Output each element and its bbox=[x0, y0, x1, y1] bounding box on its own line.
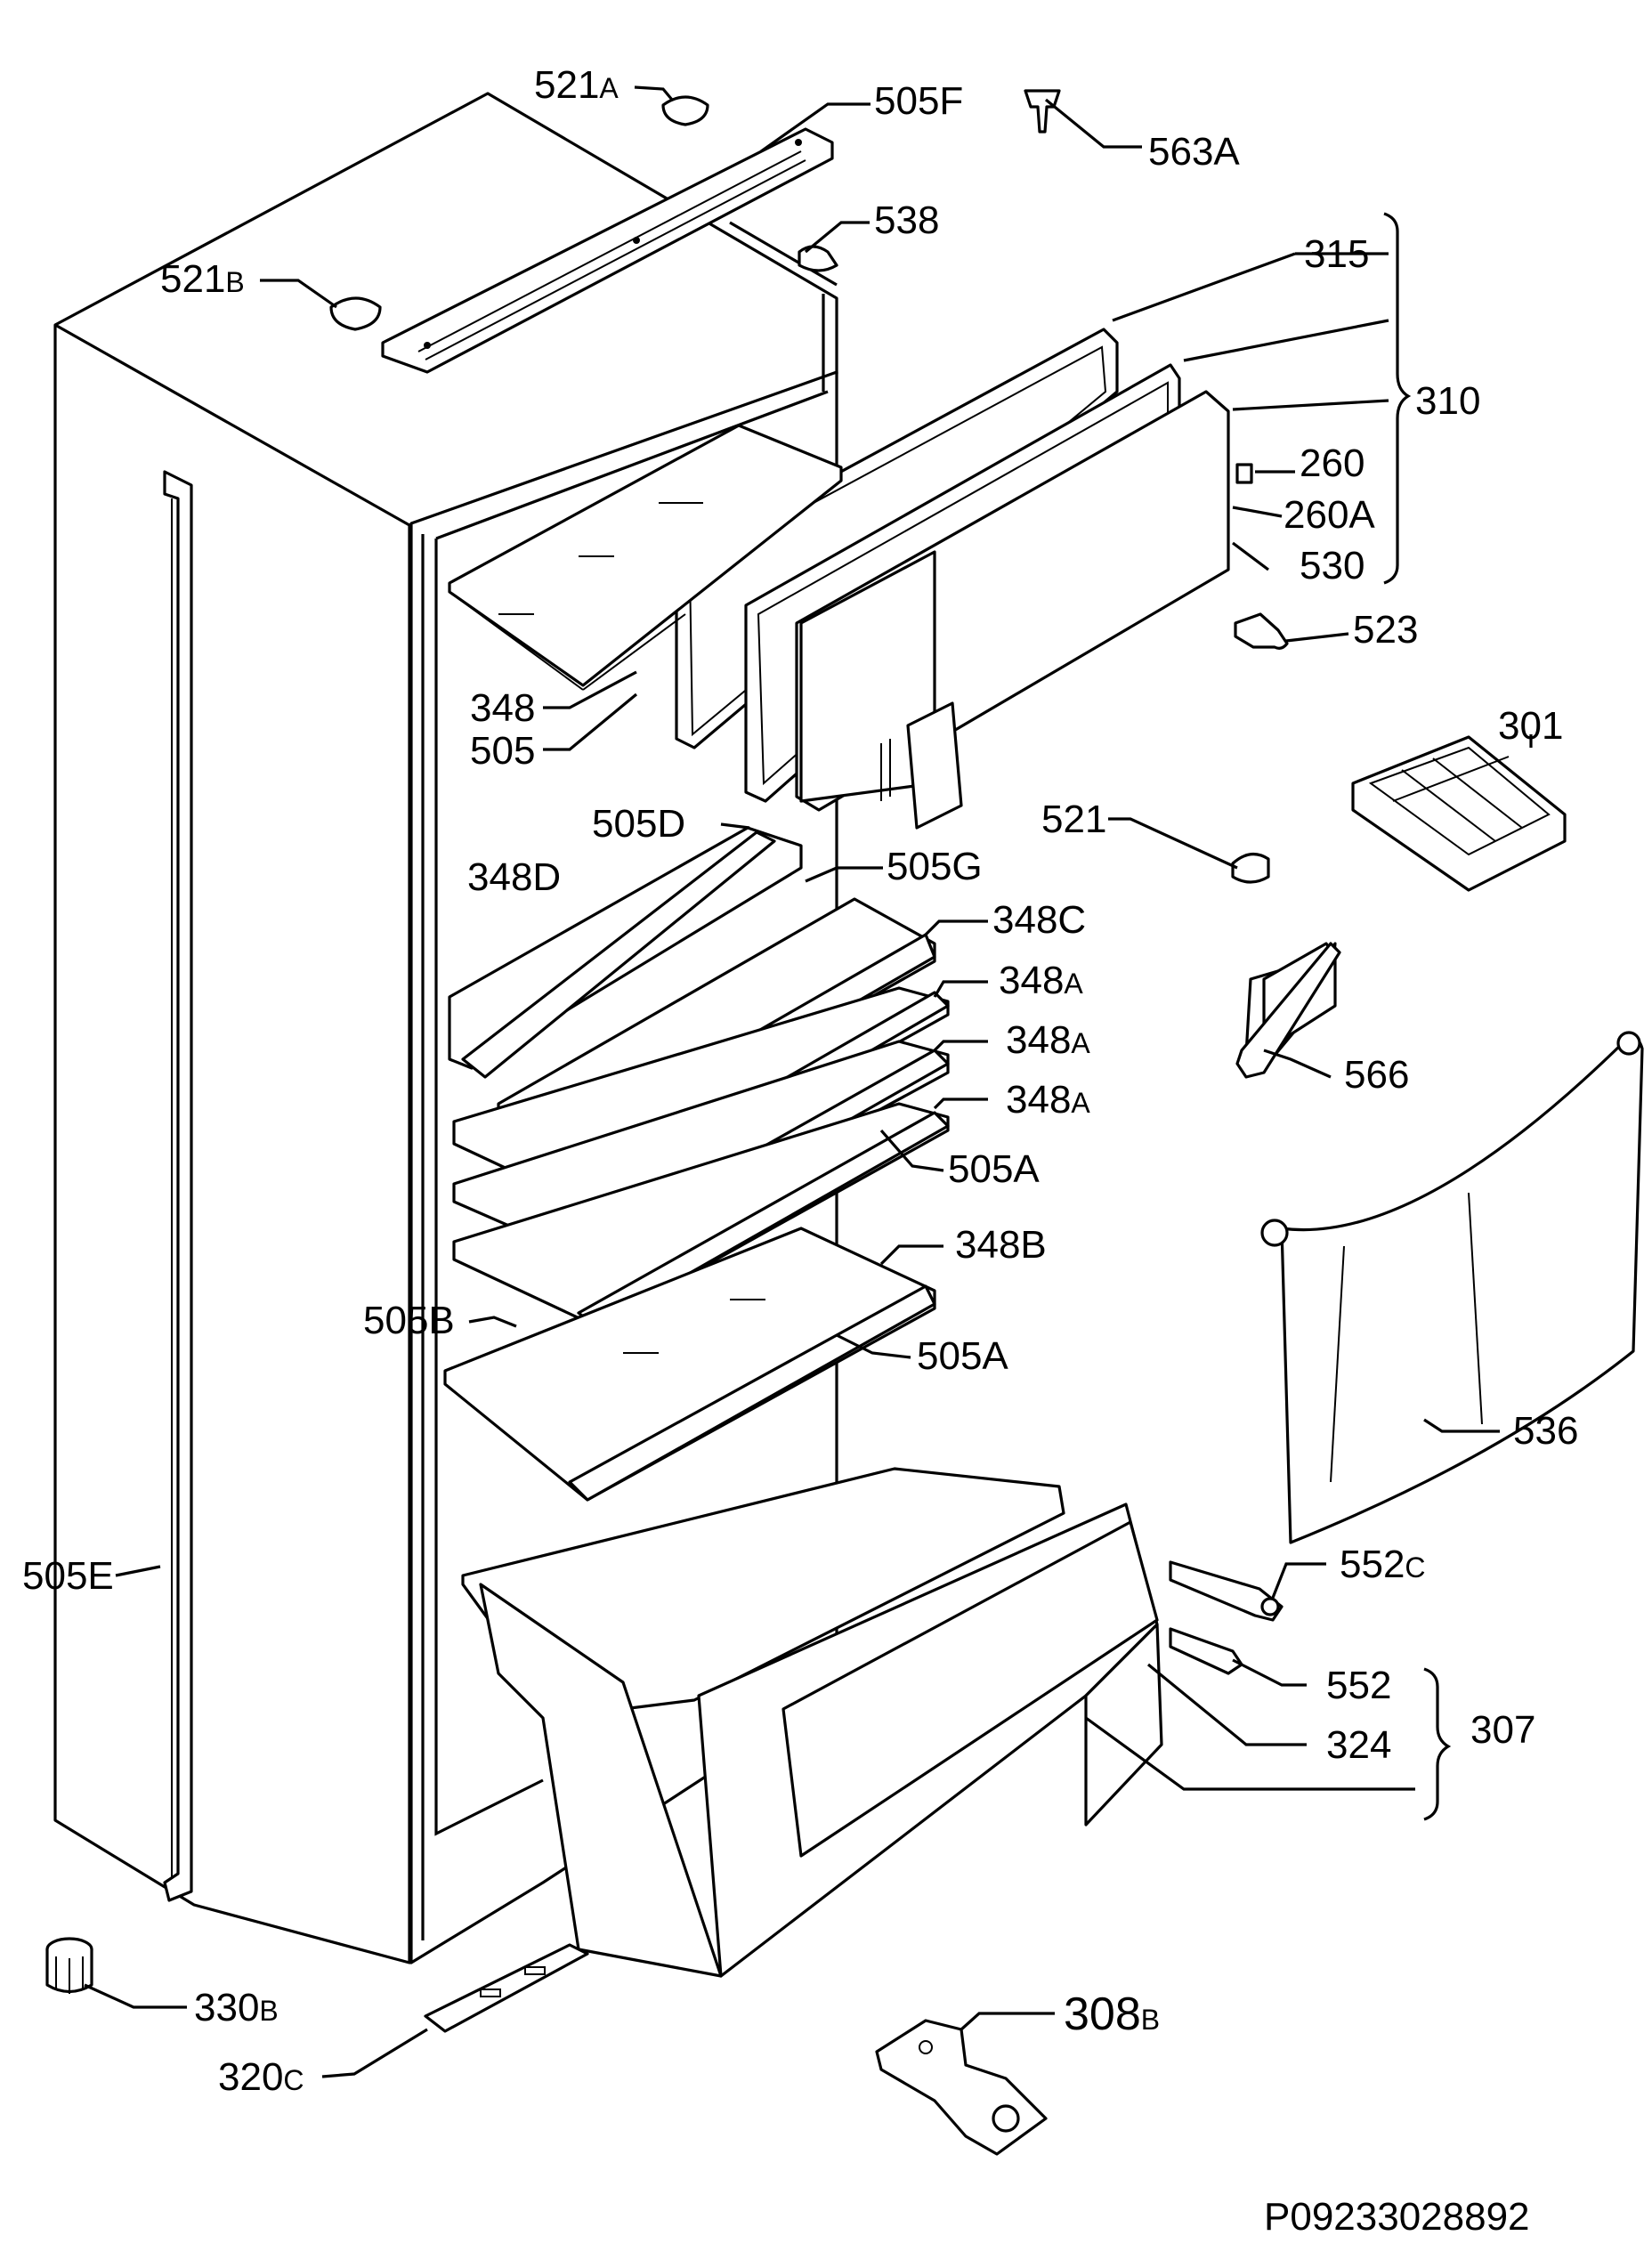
shelf-348d bbox=[448, 826, 803, 1079]
label-505a-2: 505A bbox=[917, 1334, 1008, 1378]
drawing-code: P09233028892 bbox=[1264, 2195, 1530, 2239]
rail-552 bbox=[1169, 1627, 1243, 1675]
brace-307 bbox=[1423, 1667, 1452, 1821]
part-260 bbox=[1235, 463, 1253, 484]
label-538: 538 bbox=[874, 198, 939, 242]
clip-538 bbox=[798, 245, 838, 272]
label-530: 530 bbox=[1300, 544, 1365, 587]
hinge-308b bbox=[875, 2019, 1048, 2156]
top-rail-505f bbox=[381, 127, 834, 374]
label-521: 521 bbox=[1041, 798, 1106, 841]
label-348a-1: 348A bbox=[999, 959, 1083, 1002]
label-505e: 505E bbox=[22, 1554, 114, 1598]
label-330b: 330B bbox=[194, 1986, 279, 2029]
pin-563a bbox=[1024, 89, 1061, 134]
label-348: 348 bbox=[470, 686, 535, 730]
label-310: 310 bbox=[1415, 379, 1480, 423]
part-523 bbox=[1234, 612, 1289, 650]
label-505b: 505B bbox=[363, 1299, 455, 1342]
label-563a: 563A bbox=[1148, 130, 1240, 174]
label-320c: 320C bbox=[218, 2055, 304, 2099]
scraper-566 bbox=[1235, 942, 1341, 1079]
label-536: 536 bbox=[1513, 1409, 1578, 1453]
label-307: 307 bbox=[1470, 1708, 1535, 1752]
label-348b: 348B bbox=[955, 1223, 1047, 1267]
label-566: 566 bbox=[1344, 1053, 1409, 1097]
label-260: 260 bbox=[1300, 441, 1365, 485]
label-505a-1: 505A bbox=[948, 1147, 1040, 1191]
label-505f: 505F bbox=[874, 79, 963, 123]
freezer-door-assembly bbox=[675, 328, 1230, 830]
crisper-drawer bbox=[461, 1467, 1163, 1978]
label-505g: 505G bbox=[887, 845, 983, 888]
cap-521b bbox=[329, 296, 382, 331]
part-labels: 521A 505F 563A 538 521B 315 310 260 260A… bbox=[22, 63, 1578, 2239]
label-348a-3: 348A bbox=[1006, 1078, 1090, 1122]
label-348a-2: 348A bbox=[1006, 1018, 1090, 1062]
label-505d: 505D bbox=[592, 802, 685, 846]
door-bin-536 bbox=[1260, 1031, 1644, 1544]
foot-330b bbox=[45, 1937, 93, 1994]
cap-521 bbox=[1231, 853, 1270, 884]
rail-552c bbox=[1169, 1560, 1284, 1622]
label-301: 301 bbox=[1498, 704, 1563, 748]
label-552c: 552C bbox=[1340, 1543, 1426, 1586]
cap-521a bbox=[661, 95, 709, 126]
rail-320c bbox=[424, 1943, 589, 2033]
label-260a: 260A bbox=[1284, 493, 1375, 537]
label-521a: 521A bbox=[534, 63, 619, 107]
label-324: 324 bbox=[1326, 1723, 1391, 1767]
brace-310 bbox=[1383, 212, 1412, 585]
label-523: 523 bbox=[1353, 608, 1418, 652]
label-521b: 521B bbox=[160, 257, 245, 301]
door-seal-505e bbox=[163, 470, 193, 1902]
label-505: 505 bbox=[470, 729, 535, 773]
ice-tray-301 bbox=[1351, 735, 1567, 892]
label-348c: 348C bbox=[992, 898, 1086, 942]
label-315: 315 bbox=[1304, 232, 1369, 276]
label-348d: 348D bbox=[467, 855, 561, 899]
leader-lines bbox=[84, 85, 1533, 2078]
label-552: 552 bbox=[1326, 1664, 1391, 1707]
glass-shelf-348 bbox=[448, 424, 843, 691]
label-308b: 308B bbox=[1064, 1989, 1160, 2040]
shelf-348a-3 bbox=[452, 1102, 950, 1328]
